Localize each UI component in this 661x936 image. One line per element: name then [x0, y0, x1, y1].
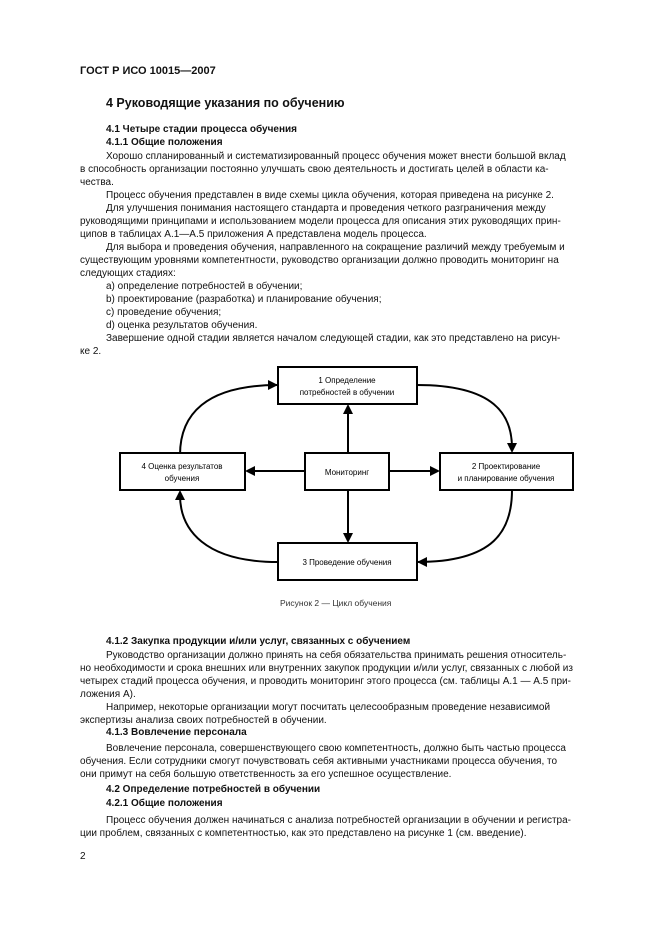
- paragraph-line: существующим уровнями компетентности, ру…: [80, 255, 559, 266]
- stage-3-label: 3 Проведение обучения: [302, 558, 391, 567]
- list-item: d) оценка результатов обучения.: [106, 320, 258, 331]
- monitoring-label: Мониторинг: [325, 468, 369, 477]
- paragraph-line: Завершение одной стадии является началом…: [106, 333, 561, 344]
- arrowhead: [417, 557, 427, 567]
- section-4-1-title: 4.1 Четыре стадии процесса обучения: [106, 124, 297, 135]
- paragraph-line: следующих стадиях:: [80, 268, 176, 279]
- paragraph-line: Например, некоторые организации могут по…: [106, 702, 551, 713]
- list-item: a) определение потребностей в обучении;: [106, 281, 303, 292]
- section-4-1-3-title: 4.1.3 Вовлечение персонала: [106, 727, 247, 738]
- paragraph-line: четырех стадий процесса обучения, и пров…: [80, 676, 571, 687]
- list-item: c) проведение обучения;: [106, 307, 222, 318]
- stage-box-2: [439, 452, 574, 491]
- section-4-1-1-title: 4.1.1 Общие положения: [106, 137, 223, 148]
- section-4-1-2-title: 4.1.2 Закупка продукции и/или услуг, свя…: [106, 636, 411, 647]
- arrowhead: [343, 404, 353, 414]
- arrowhead: [245, 466, 255, 476]
- paragraph-line: руководящими принципами и использованием…: [80, 216, 561, 227]
- arrowhead: [507, 443, 517, 453]
- stage-box-1: [277, 366, 418, 405]
- cycle-arrow-1-to-2: [416, 384, 513, 449]
- paragraph-line: обучения. Если сотрудники смогут почувст…: [80, 756, 558, 767]
- stage-box-3: [277, 542, 418, 581]
- paragraph-line: ложения А).: [80, 689, 136, 700]
- stage-1-label-line1: 1 Определение: [318, 376, 376, 385]
- paragraph-line: экспертизы анализа своих потребностей в …: [80, 715, 327, 726]
- arrowhead: [268, 380, 278, 390]
- page-number: 2: [80, 851, 86, 862]
- list-item: b) проектирование (разработка) и планиро…: [106, 294, 382, 305]
- paragraph-line: Руководство организации должно принять н…: [106, 650, 567, 661]
- paragraph-line: ции проблем, связанных с компетентностью…: [80, 828, 527, 839]
- section-4-2-1-title: 4.2.1 Общие положения: [106, 798, 223, 809]
- paragraph-line: Хорошо спланированный и систематизирован…: [106, 151, 566, 162]
- paragraph-line: Процесс обучения представлен в виде схем…: [106, 190, 554, 201]
- section-4-2-title: 4.2 Определение потребностей в обучении: [106, 784, 321, 795]
- arrowhead: [343, 533, 353, 543]
- figure-caption: Рисунок 2 — Цикл обучения: [280, 598, 392, 608]
- paragraph-line: они примут на себя большую ответственнос…: [80, 769, 452, 780]
- section-4-title: 4 Руководящие указания по обучению: [106, 96, 345, 110]
- paragraph-line: ке 2.: [80, 346, 102, 357]
- stage-1-label-line2: потребностей в обучении: [300, 388, 395, 397]
- stage-2-label-line1: 2 Проектирование: [472, 462, 541, 471]
- cycle-arrow-4-to-1: [179, 384, 279, 456]
- paragraph-line: Процесс обучения должен начинаться с ана…: [106, 815, 572, 826]
- paragraph-line: ципов в таблицах А.1—А.5 приложения А пр…: [80, 229, 427, 240]
- paragraph-line: Вовлечение персонала, совершенствующего …: [106, 743, 566, 754]
- paragraph-line: Для выбора и проведения обучения, направ…: [106, 242, 565, 253]
- stage-box-4: [119, 452, 246, 491]
- monitoring-box: [304, 452, 390, 491]
- standard-header: ГОСТ Р ИСО 10015—2007: [80, 65, 216, 77]
- stage-4-label-line1: 4 Оценка результатов: [141, 462, 222, 471]
- paragraph-line: но необходимости и срока внешних или вну…: [80, 663, 573, 674]
- paragraph-line: Для улучшения понимания настоящего станд…: [106, 203, 546, 214]
- paragraph-line: чества.: [80, 177, 114, 188]
- paragraph-line: в способность организации постоянно улуч…: [80, 164, 549, 175]
- cycle-arrow-3-to-4: [179, 494, 279, 563]
- stage-4-label-line2: обучения: [165, 474, 200, 483]
- arrowhead: [175, 490, 185, 500]
- stage-2-label-line2: и планирование обучения: [458, 474, 555, 483]
- arrowhead: [430, 466, 440, 476]
- cycle-arrow-2-to-3: [416, 489, 513, 563]
